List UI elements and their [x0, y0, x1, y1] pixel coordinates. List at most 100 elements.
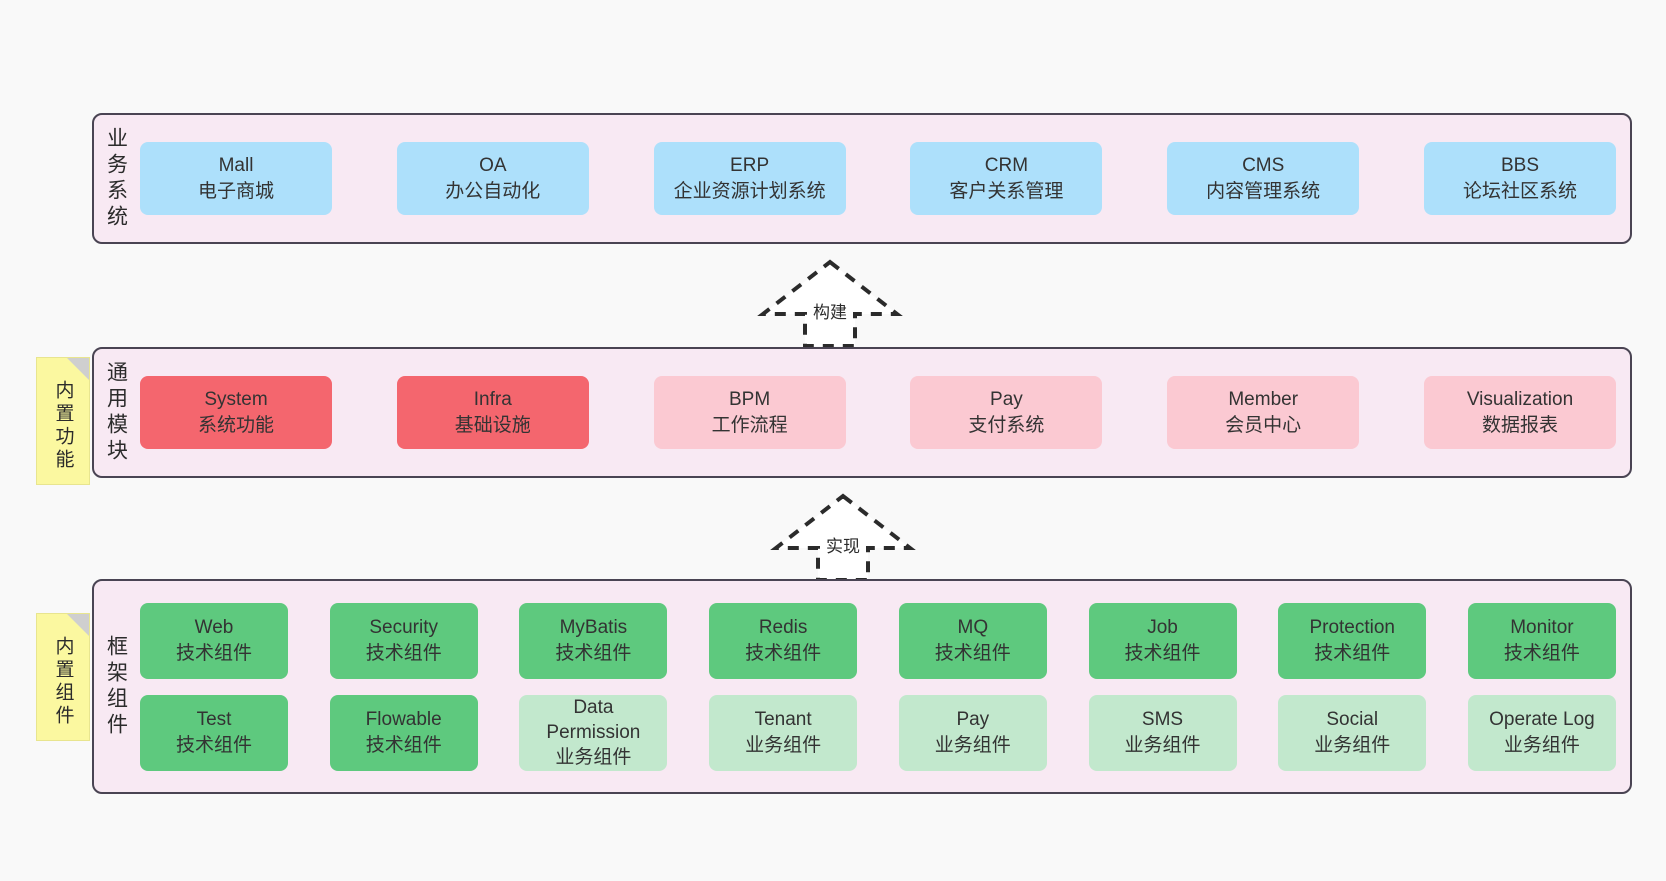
business-cell-oa[interactable]: OA 办公自动化	[396, 142, 589, 215]
cell-name: Protection	[1309, 617, 1395, 639]
cell-desc: 电子商城	[197, 180, 274, 202]
layer-framework-component: 框架组件 Web 技术组件 Security 技术组件 MyBatis 技术组件	[92, 579, 1632, 794]
cell-name: MyBatis	[559, 617, 628, 639]
cell-desc: 业务组件	[745, 734, 822, 756]
common-cell-infra[interactable]: Infra 基础设施	[396, 376, 589, 449]
layer-framework-cells: Web 技术组件 Security 技术组件 MyBatis 技术组件 Redi…	[138, 581, 1630, 792]
cell-desc: 办公自动化	[445, 180, 541, 202]
framework-cell-tenant[interactable]: Tenant 业务组件	[709, 694, 858, 771]
note-builtin-component-label: 内置组件	[52, 636, 74, 728]
framework-cell-protection[interactable]: Protection 技术组件	[1278, 602, 1427, 679]
common-cell-system[interactable]: System 系统功能	[140, 376, 332, 449]
cell-desc: 支付系统	[968, 414, 1045, 436]
cell-name: Tenant	[754, 709, 812, 731]
framework-cell-redis[interactable]: Redis 技术组件	[709, 602, 858, 679]
framework-cell-job[interactable]: Job 技术组件	[1088, 602, 1237, 679]
cell-name: BBS	[1500, 155, 1539, 177]
cell-name: CRM	[984, 155, 1029, 177]
cell-name: OA	[479, 155, 507, 177]
cell-name: Pay	[990, 389, 1023, 411]
cell-desc: 会员中心	[1225, 414, 1302, 436]
cell-name: MQ	[957, 617, 989, 639]
framework-cell-flowable[interactable]: Flowable 技术组件	[329, 694, 478, 771]
framework-row-tech: Web 技术组件 Security 技术组件 MyBatis 技术组件 Redi…	[140, 602, 1616, 679]
note-fold-icon	[67, 614, 89, 636]
cell-desc: 技术组件	[175, 642, 252, 664]
business-cell-crm[interactable]: CRM 客户关系管理	[910, 142, 1103, 215]
cell-desc: 业务组件	[1503, 734, 1580, 756]
cell-name: Visualization	[1466, 389, 1574, 411]
cell-name: Test	[196, 709, 232, 731]
cell-name: Flowable	[365, 709, 442, 731]
note-fold-icon	[67, 358, 89, 380]
cell-desc: 客户关系管理	[949, 180, 1064, 202]
cell-desc: 技术组件	[745, 642, 822, 664]
layer-framework-rows: Web 技术组件 Security 技术组件 MyBatis 技术组件 Redi…	[140, 602, 1616, 771]
layer-title-business-system: 业务系统	[104, 126, 128, 231]
cell-name: BPM	[729, 389, 771, 411]
cell-desc: 技术组件	[175, 734, 252, 756]
cell-desc: 业务组件	[934, 734, 1011, 756]
framework-cell-test[interactable]: Test 技术组件	[140, 694, 288, 771]
framework-cell-social[interactable]: Social 业务组件	[1278, 694, 1427, 771]
note-builtin-feature: 内置功能	[36, 357, 90, 485]
cell-desc: 企业资源计划系统	[673, 180, 826, 202]
cell-desc: 技术组件	[365, 642, 442, 664]
cell-name: Security	[369, 617, 439, 639]
business-cell-erp[interactable]: ERP 企业资源计划系统	[653, 142, 846, 215]
layer-business-system: 业务系统 Mall 电子商城 OA 办公自动化 ERP 企业资源计划系统 CRM	[92, 113, 1632, 244]
cell-desc: 数据报表	[1481, 414, 1558, 436]
layer-title-common-module: 通用模块	[104, 360, 128, 465]
framework-cell-sms[interactable]: SMS 业务组件	[1088, 694, 1237, 771]
framework-cell-mybatis[interactable]: MyBatis 技术组件	[519, 602, 668, 679]
cell-desc: 基础设施	[454, 414, 531, 436]
framework-cell-security[interactable]: Security 技术组件	[329, 602, 478, 679]
cell-desc: 技术组件	[555, 642, 632, 664]
cell-desc: 内容管理系统	[1206, 180, 1321, 202]
cell-desc: 工作流程	[711, 414, 788, 436]
layer-common-cells: System 系统功能 Infra 基础设施 BPM 工作流程 Pay 支付系统…	[138, 349, 1630, 476]
business-cell-cms[interactable]: CMS 内容管理系统	[1167, 142, 1360, 215]
cell-name: Social	[1326, 709, 1379, 731]
cell-desc: 技术组件	[934, 642, 1011, 664]
common-cell-visualization[interactable]: Visualization 数据报表	[1423, 376, 1616, 449]
cell-desc: 技术组件	[1503, 642, 1580, 664]
business-cell-bbs[interactable]: BBS 论坛社区系统	[1423, 142, 1616, 215]
framework-cell-mq[interactable]: MQ 技术组件	[898, 602, 1047, 679]
framework-cell-pay[interactable]: Pay 业务组件	[898, 694, 1047, 771]
cell-name: Operate Log	[1489, 709, 1595, 731]
cell-name: CMS	[1242, 155, 1285, 177]
cell-desc: 业务组件	[1124, 734, 1201, 756]
layer-business-row: Mall 电子商城 OA 办公自动化 ERP 企业资源计划系统 CRM 客户关系…	[140, 142, 1616, 215]
note-builtin-feature-label: 内置功能	[52, 380, 74, 472]
build-arrow-icon	[757, 259, 903, 348]
framework-cell-monitor[interactable]: Monitor 技术组件	[1467, 602, 1616, 679]
framework-cell-data-permission[interactable]: Data Permission 业务组件	[519, 694, 668, 771]
layer-common-module: 通用模块 System 系统功能 Infra 基础设施 BPM 工作流程 Pay	[92, 347, 1632, 478]
common-cell-bpm[interactable]: BPM 工作流程	[653, 376, 846, 449]
framework-cell-web[interactable]: Web 技术组件	[140, 602, 288, 679]
framework-cell-operate-log[interactable]: Operate Log 业务组件	[1467, 694, 1616, 771]
cell-name: Member	[1228, 389, 1299, 411]
cell-name: Monitor	[1510, 617, 1574, 639]
framework-row-business: Test 技术组件 Flowable 技术组件 Data Permission …	[140, 694, 1616, 771]
layer-title-framework-component: 框架组件	[104, 634, 128, 739]
connector-implement-label: 实现	[826, 537, 860, 556]
cell-name: SMS	[1141, 709, 1184, 731]
connector-build-label: 构建	[813, 303, 847, 322]
cell-name: Infra	[473, 389, 512, 411]
common-cell-pay[interactable]: Pay 支付系统	[910, 376, 1103, 449]
connector-build: 构建	[755, 258, 905, 348]
cell-desc: 业务组件	[555, 747, 632, 769]
cell-name: Web	[194, 617, 234, 639]
connector-implement: 实现	[768, 492, 918, 582]
cell-desc: 系统功能	[197, 414, 274, 436]
cell-name: Redis	[758, 617, 808, 639]
cell-desc: 技术组件	[1314, 642, 1391, 664]
business-cell-mall[interactable]: Mall 电子商城	[140, 142, 332, 215]
cell-name: Mall	[218, 155, 254, 177]
common-cell-member[interactable]: Member 会员中心	[1167, 376, 1360, 449]
note-builtin-component: 内置组件	[36, 613, 90, 741]
layer-common-row: System 系统功能 Infra 基础设施 BPM 工作流程 Pay 支付系统…	[140, 376, 1616, 449]
